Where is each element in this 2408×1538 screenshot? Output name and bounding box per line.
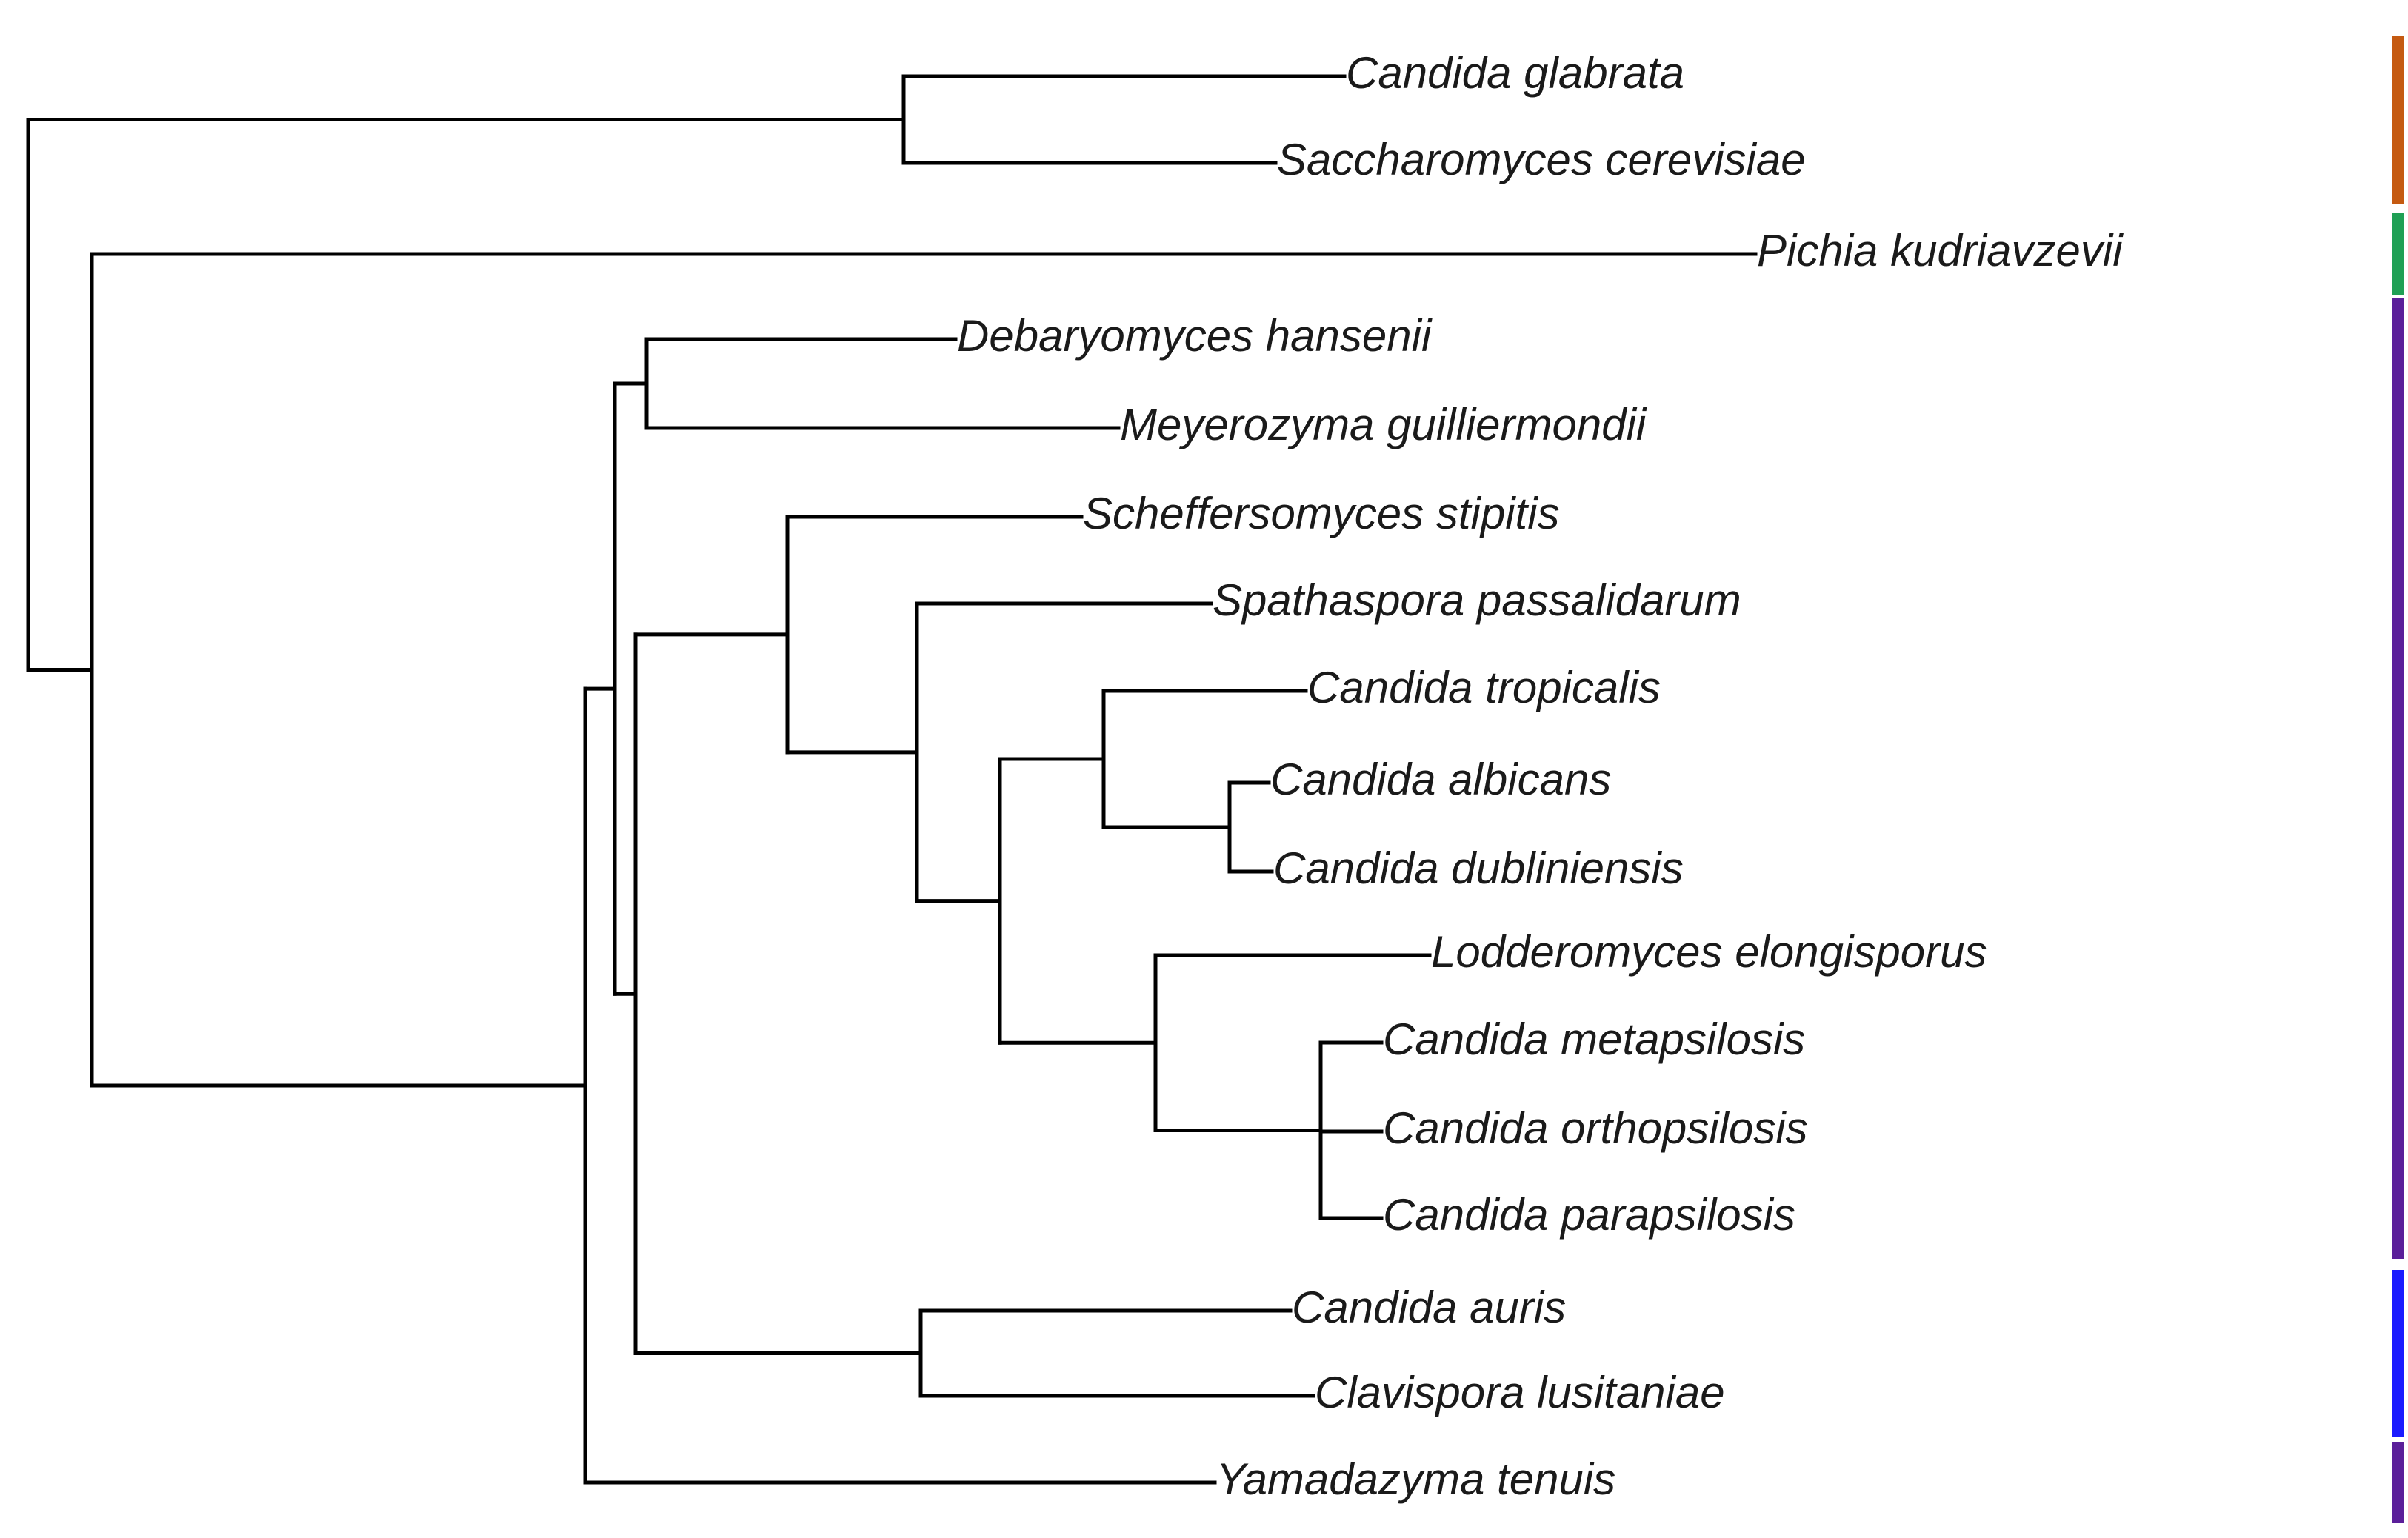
leaf-label-caur: Candida auris (1292, 1283, 1566, 1332)
leaf-label-pkud: Pichia kudriavzevii (1757, 226, 2124, 275)
leaf-label-cdub: Candida dubliniensis (1273, 843, 1684, 893)
leaf-label-cgla: Candida glabrata (1346, 48, 1684, 98)
leaf-label-clus: Clavispora lusitaniae (1315, 1368, 1725, 1417)
leaf-label-lelo: Lodderomyces elongisporus (1431, 927, 1987, 977)
leaf-label-ctro: Candida tropicalis (1307, 663, 1661, 712)
leaf-label-ssti: Scheffersomyces stipitis (1083, 489, 1560, 538)
leaf-label-dhan: Debaryomyces hansenii (957, 311, 1433, 361)
leaf-label-cpar: Candida parapsilosis (1383, 1190, 1795, 1240)
leaf-label-cmet: Candida metapsilosis (1383, 1014, 1805, 1064)
leaf-label-yten: Yamadazyma tenuis (1216, 1454, 1615, 1504)
leaf-label-cort: Candida orthopsilosis (1383, 1103, 1808, 1153)
leaf-label-calb: Candida albicans (1270, 755, 1611, 804)
leaf-label-spas: Spathaspora passalidarum (1213, 575, 1741, 625)
tree-branches (26, 74, 1758, 1485)
leaf-label-mgui: Meyerozyma guilliermondii (1120, 400, 1647, 449)
leaf-label-scer: Saccharomyces cerevisiae (1277, 135, 1806, 184)
